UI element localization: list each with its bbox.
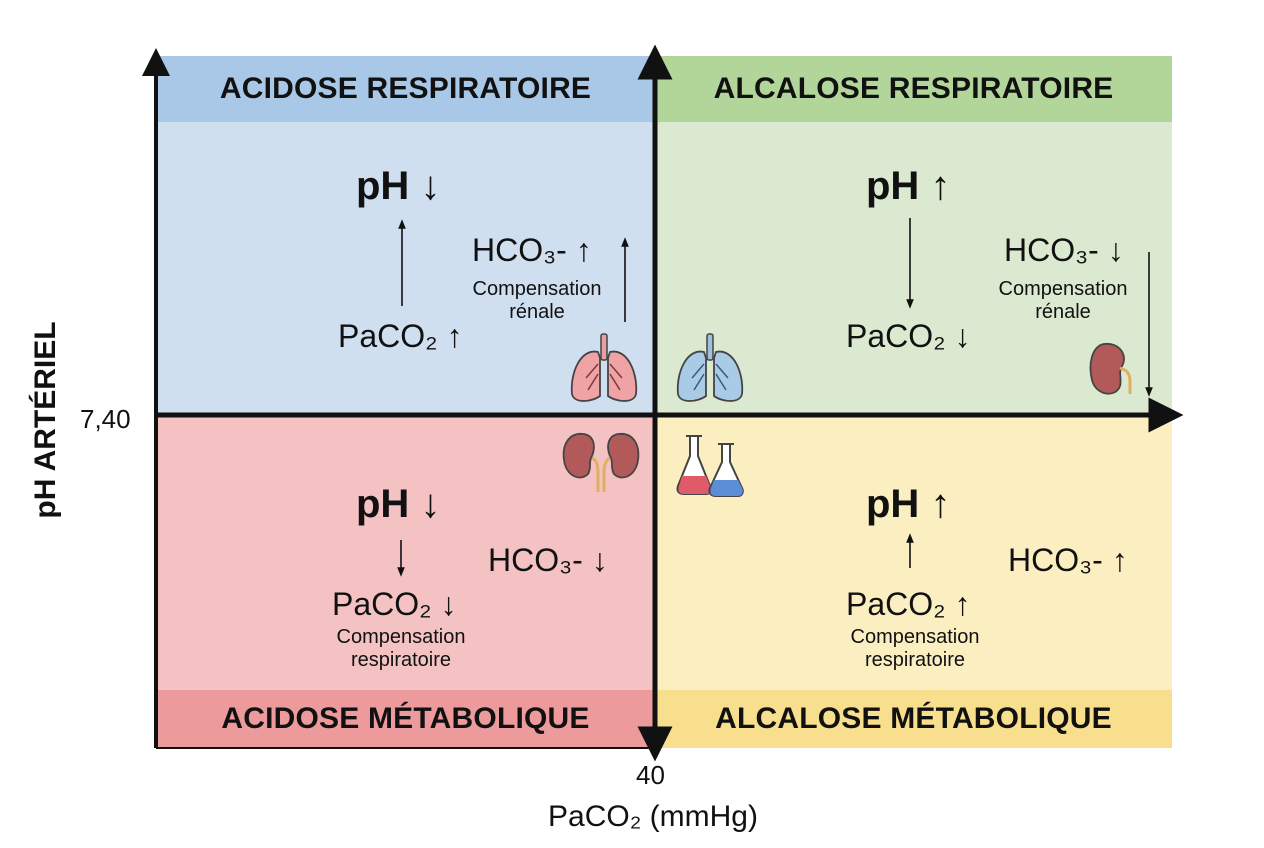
lungs-icon	[676, 333, 744, 402]
tl-hco3-label: HCO₃- ↑	[472, 232, 592, 268]
tr-hco3-label: HCO₃- ↓	[1004, 232, 1124, 268]
tl-ph-label: pH ↓	[356, 164, 441, 208]
title-respiratory-alkalosis: ALCALOSE RESPIRATOIRE	[655, 56, 1172, 122]
bl-compensation-line1: Compensation	[336, 626, 466, 648]
lungs-icon	[570, 333, 638, 402]
title-metabolic-alkalosis: ALCALOSE MÉTABOLIQUE	[655, 690, 1172, 748]
br-paco2-label: PaCO₂ ↑	[846, 586, 971, 622]
title-metabolic-acidosis: ACIDOSE MÉTABOLIQUE	[156, 690, 655, 748]
tl-compensation-line1: Compensation	[472, 278, 602, 300]
kidney-icon	[562, 433, 640, 492]
y-axis-tick: 7,40	[80, 404, 131, 434]
br-hco3-label: HCO₃- ↑	[1008, 542, 1128, 578]
br-compensation-line1: Compensation	[850, 626, 980, 648]
tl-paco2-label: PaCO₂ ↑	[338, 318, 463, 354]
x-axis-title: PaCO₂ (mmHg)	[548, 800, 758, 833]
kidney-icon	[1089, 343, 1132, 395]
quadrant-respiratory-acidosis: ACIDOSE RESPIRATOIRE	[156, 56, 655, 415]
tr-compensation-line1: Compensation	[998, 278, 1128, 300]
title-respiratory-acidosis: ACIDOSE RESPIRATOIRE	[156, 56, 655, 122]
tl-compensation-label: Compensation rénale	[452, 278, 622, 324]
flasks-icon	[676, 435, 744, 497]
x-axis-tick: 40	[636, 760, 665, 790]
tr-paco2-label: PaCO₂ ↓	[846, 318, 971, 354]
bl-compensation-label: Compensation respiratoire	[316, 626, 486, 672]
tr-compensation-label: Compensation rénale	[982, 278, 1144, 324]
tl-compensation-line2: rénale	[509, 301, 565, 323]
br-compensation-label: Compensation respiratoire	[830, 626, 1000, 672]
bl-paco2-label: PaCO₂ ↓	[332, 586, 457, 622]
bl-hco3-label: HCO₃- ↓	[488, 542, 608, 578]
bl-compensation-line2: respiratoire	[350, 649, 452, 671]
quadrant-respiratory-alkalosis: ALCALOSE RESPIRATOIRE	[655, 56, 1172, 415]
quadrant-metabolic-alkalosis: ALCALOSE MÉTABOLIQUE	[655, 415, 1172, 748]
tr-compensation-line2: rénale	[1035, 301, 1091, 323]
br-ph-label: pH ↑	[866, 482, 951, 526]
tr-ph-label: pH ↑	[866, 164, 951, 208]
br-compensation-line2: respiratoire	[864, 649, 966, 671]
y-axis-title: pH ARTÉRIEL	[29, 321, 62, 519]
bl-ph-label: pH ↓	[356, 482, 441, 526]
